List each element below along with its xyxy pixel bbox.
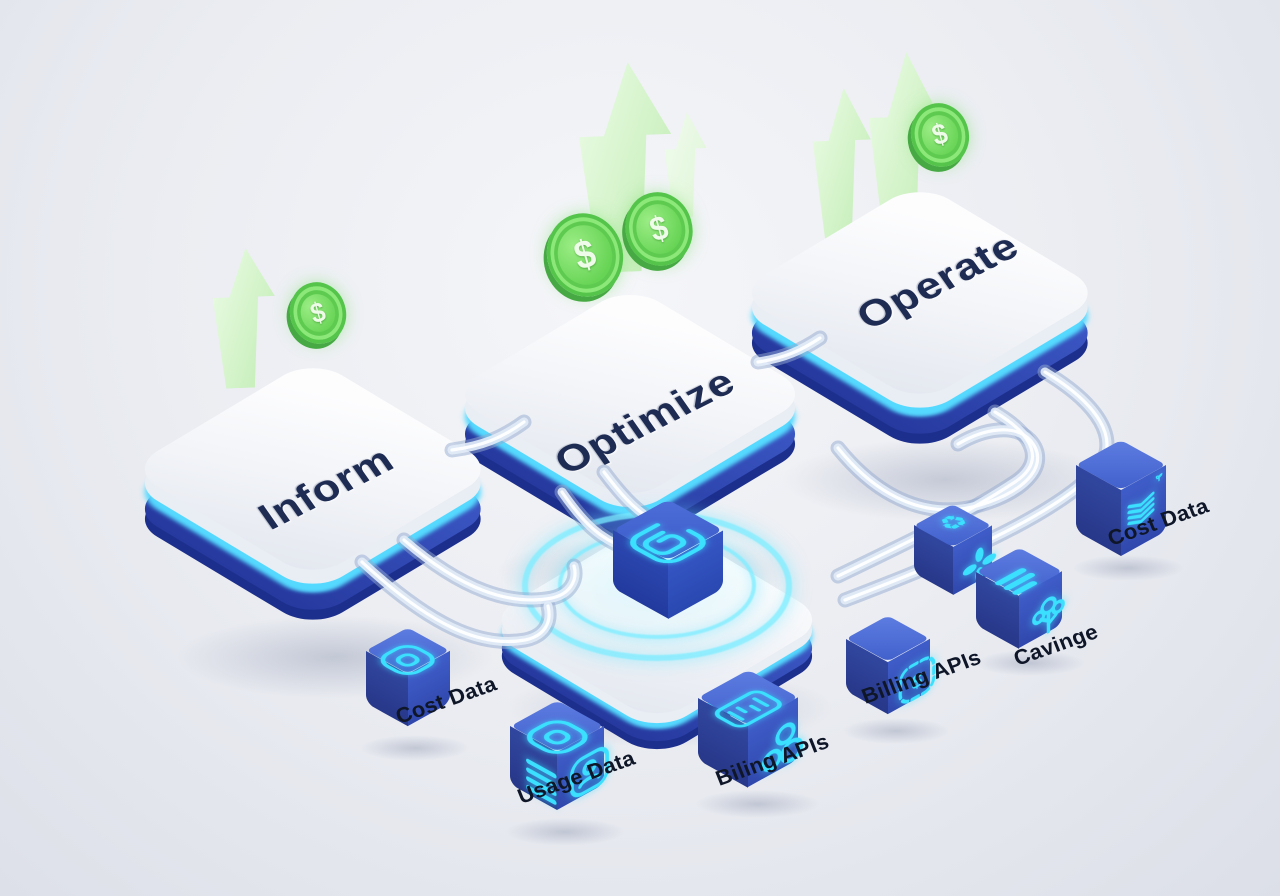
contact-card-icon — [569, 746, 609, 798]
cube-right-face: $ — [888, 638, 936, 715]
cube-top-face — [613, 500, 723, 564]
api-panel-icon — [714, 690, 782, 728]
sprout-icon — [1155, 471, 1163, 481]
dollar-squircle-icon: $ — [898, 656, 936, 705]
cube-right-face — [1121, 464, 1166, 556]
squircle-target-icon — [526, 720, 588, 754]
growth-arrow — [209, 247, 276, 389]
hub-spiral-glyph-icon — [630, 523, 706, 564]
floor-shadow — [842, 718, 950, 744]
recycle-icon: ♻ — [930, 509, 977, 536]
cube-right-face — [557, 725, 609, 810]
floor-shadow — [505, 818, 625, 846]
cube-left-face — [510, 725, 557, 811]
floor-shadow — [975, 650, 1085, 676]
floor-shadow — [695, 790, 820, 818]
dollar-symbol: $ — [306, 295, 329, 330]
dollar-symbol: $ — [645, 207, 673, 250]
cube-top-face — [365, 628, 450, 676]
layer-stack-icon — [1126, 491, 1155, 526]
floor-shadow — [1072, 555, 1184, 581]
node-cluster-icon — [761, 722, 803, 773]
stacked-lines-icon — [525, 758, 557, 805]
squircle-target-icon — [380, 645, 436, 676]
dollar-symbol: $ — [928, 117, 952, 152]
cube-right-face — [748, 697, 803, 787]
floor-shadow — [360, 735, 470, 761]
cube-top-face — [510, 700, 604, 754]
svg-text:$: $ — [912, 669, 923, 695]
dollar-coin: $ — [282, 275, 354, 351]
dollar-symbol: $ — [569, 230, 601, 279]
cube-top-face — [698, 670, 798, 728]
